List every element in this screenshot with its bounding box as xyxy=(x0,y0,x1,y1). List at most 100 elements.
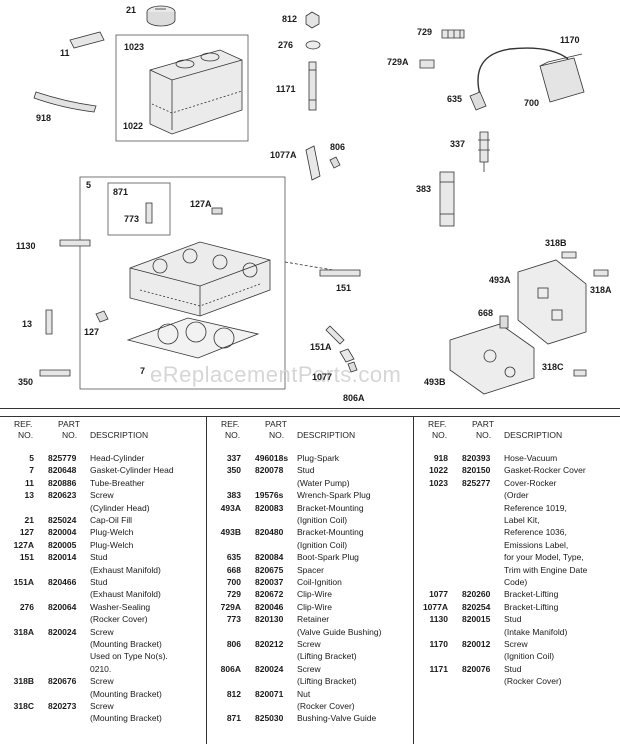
description-line: Wrench-Spark Plug xyxy=(297,490,371,501)
part-number: 820466 xyxy=(48,577,77,587)
description-line: Spacer xyxy=(297,564,324,575)
part-description: Clip-Wire xyxy=(297,588,332,600)
callout-label-1077: 1077 xyxy=(312,372,333,382)
part-description: Clip-Wire xyxy=(297,601,332,613)
part-number: 820004 xyxy=(48,527,77,538)
part-description: Plug-Welch xyxy=(90,539,133,551)
part-number: 825277 xyxy=(462,477,491,488)
header-ref-line-2: NO. xyxy=(18,430,34,440)
ref-number: 1171 xyxy=(429,663,448,674)
ignition-coil-drawing xyxy=(469,47,585,111)
description-line: (Rocker Cover) xyxy=(90,614,148,625)
description-line: Stud xyxy=(90,552,108,563)
part-description: Plug-Welch xyxy=(90,526,133,538)
part-number: 820024 xyxy=(48,626,77,637)
part-description: Bracket-Lifting xyxy=(504,601,558,613)
callout-label-668: 668 xyxy=(478,308,494,318)
ref-number: 635 xyxy=(226,552,241,563)
ref-number: 918 xyxy=(433,453,448,463)
callout-label-13: 13 xyxy=(22,319,33,329)
description-line: Screw xyxy=(90,701,114,711)
ref-number: 773 xyxy=(226,614,241,625)
cylinder-head-drawing xyxy=(79,176,346,390)
ref-number: 1077 xyxy=(429,589,448,600)
description-line: (Ignition Coil) xyxy=(297,539,348,550)
callout-label-5: 5 xyxy=(86,180,92,190)
part-description: Screw(Lifting Bracket) xyxy=(297,638,357,663)
callout-label-318b: 318B xyxy=(545,238,567,248)
wire-clips-drawing xyxy=(419,29,465,69)
part-number: 820150 xyxy=(462,465,491,476)
part-number: 496018s xyxy=(255,453,289,463)
ref-number: 1023 xyxy=(429,477,448,488)
callout-label-21: 21 xyxy=(126,5,137,15)
callout-label-318c: 318C xyxy=(542,362,564,372)
description-line: (Water Pump) xyxy=(297,477,350,488)
header-ref-line-2: NO. xyxy=(225,430,241,440)
description-line: (Lifting Bracket) xyxy=(297,651,357,662)
part-description: Hose-Vacuum xyxy=(504,452,557,464)
callout-label-383: 383 xyxy=(416,184,432,194)
part-number: 820273 xyxy=(48,701,77,711)
stud-1171-drawing xyxy=(308,61,317,111)
header-ref-line-1: REF. xyxy=(221,419,240,429)
part-number: 19576s xyxy=(255,490,284,501)
part-number: 820130 xyxy=(255,614,284,625)
ref-number: 729A xyxy=(220,601,241,612)
part-number: 820254 xyxy=(462,601,491,612)
top-divider xyxy=(0,408,620,409)
callout-label-729: 729 xyxy=(417,27,433,37)
part-number: 820260 xyxy=(462,589,491,600)
description-line: Bracket-Lifting xyxy=(504,601,559,612)
callout-label-1130: 1130 xyxy=(16,241,36,251)
ref-number: 127 xyxy=(19,527,34,538)
description-line: Stud xyxy=(90,577,108,587)
callout-label-1077a: 1077A xyxy=(270,150,297,160)
description-line: (Exhaust Manifold) xyxy=(90,589,161,600)
ref-number: 871 xyxy=(226,713,241,724)
description-line: (Cylinder Head) xyxy=(90,502,150,513)
part-number: 820084 xyxy=(255,552,284,563)
ref-number: 337 xyxy=(226,453,241,463)
description-line: (Mounting Bracket) xyxy=(90,713,162,724)
part-description: Plug-Spark xyxy=(297,452,339,464)
part-number: 820480 xyxy=(255,527,284,538)
part-description: Bracket-Lifting xyxy=(504,588,558,600)
part-number: 820005 xyxy=(48,539,77,550)
callout-label-493a: 493A xyxy=(489,275,511,285)
callout-label-337: 337 xyxy=(450,139,466,149)
description-line: (Ignition Coil) xyxy=(297,515,348,525)
description-line: Screw xyxy=(504,639,528,649)
part-number: 820064 xyxy=(48,601,77,612)
part-description: Coil-Ignition xyxy=(297,576,342,588)
description-line: (Mounting Bracket) xyxy=(90,639,162,649)
breather-tube-drawing xyxy=(69,31,105,49)
description-line: (Lifting Bracket) xyxy=(297,676,357,687)
studs-and-screws-drawing xyxy=(39,239,361,377)
part-number: 820071 xyxy=(255,688,284,699)
part-number: 820037 xyxy=(255,577,284,587)
description-line: (Rocker Cover) xyxy=(297,701,355,711)
description-line: Stud xyxy=(504,663,522,674)
callout-label-918: 918 xyxy=(36,113,52,123)
part-number: 820672 xyxy=(255,589,284,600)
callout-label-151: 151 xyxy=(336,283,352,293)
table-top-border xyxy=(0,416,620,417)
ref-number: 318C xyxy=(13,701,34,711)
